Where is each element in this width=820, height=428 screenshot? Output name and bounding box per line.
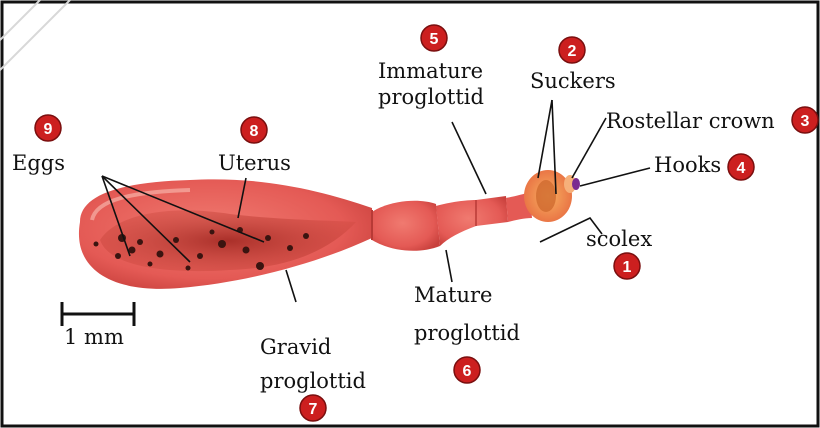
label-gravid-line2: proglottid (260, 369, 366, 393)
badge-4: 4 (728, 154, 754, 180)
badge-8: 8 (241, 117, 267, 143)
badge-5: 5 (421, 25, 447, 51)
label-gravid-line1: Gravid (260, 335, 331, 359)
label-immature-line1: Immature (378, 59, 483, 83)
label-scolex: scolex (586, 227, 652, 251)
badge-7: 7 (300, 395, 326, 421)
badge-3-number: 3 (801, 113, 810, 130)
label-mature-line1: Mature (414, 283, 492, 307)
label-mature-line2: proglottid (414, 321, 520, 345)
badge-8-number: 8 (250, 123, 259, 140)
badge-3: 3 (792, 107, 818, 133)
badge-6: 6 (454, 357, 480, 383)
badge-1: 1 (614, 253, 640, 279)
label-rostellar-crown: Rostellar crown (606, 109, 775, 133)
badge-2: 2 (559, 37, 585, 63)
badge-5-number: 5 (430, 31, 439, 48)
badge-9-number: 9 (44, 121, 53, 138)
label-uterus: Uterus (218, 151, 291, 175)
label-hooks: Hooks (654, 153, 721, 177)
sucker-shape (536, 180, 556, 212)
mature-proglottid-shape (372, 201, 440, 251)
label-immature-line2: proglottid (378, 85, 484, 109)
label-suckers: Suckers (530, 69, 616, 93)
badge-7-number: 7 (309, 401, 318, 418)
badge-6-number: 6 (463, 363, 472, 380)
badge-1-number: 1 (623, 259, 632, 276)
label-eggs: Eggs (12, 151, 65, 175)
scale-bar-label: 1 mm (64, 325, 124, 349)
badge-9: 9 (35, 115, 61, 141)
badge-2-number: 2 (568, 43, 577, 60)
hooks-shape (572, 178, 580, 190)
badge-4-number: 4 (737, 160, 746, 177)
